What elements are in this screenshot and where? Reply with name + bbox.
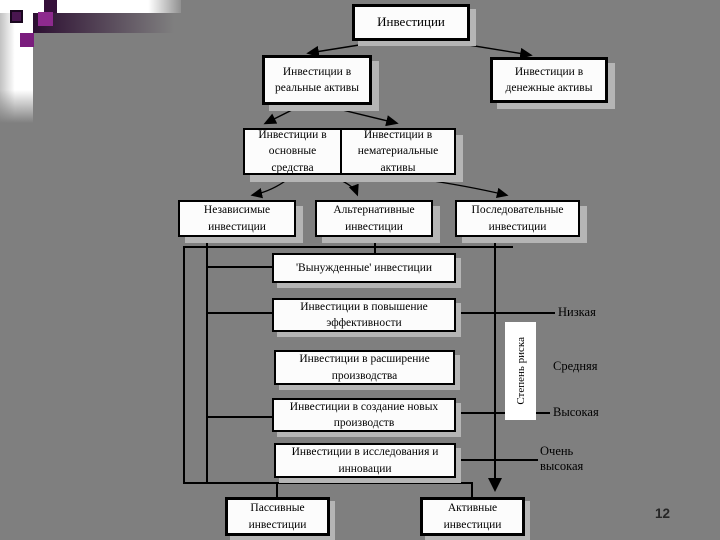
connector-alternative-stub [374,239,376,254]
risk-level-low: Низкая [558,305,596,319]
arrow-root-to-monetary [449,41,533,59]
node-label: Последовательные инвестиции [471,204,564,233]
node-label: Инвестиции в исследования и инновации [291,446,439,475]
decor-square-icon [44,0,57,13]
node-new-production: Инвестиции в создание новых производств [272,398,456,432]
connector-active-stub [471,482,473,498]
node-label: Активные инвестиции [443,502,502,531]
node-label: Пассивные инвестиции [248,502,307,531]
risk-axis-box: Степень риска [505,322,536,420]
connector-forced-stub [208,266,273,268]
node-alternative: Альтернативные инвестиции [315,200,433,237]
node-research: Инвестиции в исследования и инновации [274,443,456,478]
decor-left-strip [0,13,33,123]
node-label: Инвестиции в нематериальные активы [357,129,439,174]
risk-arrow-shaft [494,240,496,480]
decor-gradient-bar [33,13,180,33]
arrow-fixed-to-independent [250,178,289,199]
node-investments-root: Инвестиции [352,4,470,41]
node-expansion: Инвестиции в расширение производства [274,350,455,385]
node-intangible-assets: Инвестиции в нематериальные активы [340,128,456,175]
node-label: Инвестиции в создание новых производств [289,400,439,429]
node-sequential: Последовательные инвестиции [455,200,580,237]
connector-independent-stub [206,239,208,248]
node-label: Инвестиции в реальные активы [275,65,359,94]
node-label: Инвестиции в денежные активы [505,65,593,94]
decor-square-icon [20,33,34,47]
node-active: Активные инвестиции [420,497,525,536]
arrow-real-to-fixed [263,106,299,125]
node-label: Альтернативные инвестиции [333,204,415,233]
connector-left-inner [206,246,208,484]
page-number: 12 [655,506,671,521]
node-real-assets: Инвестиции в реальные активы [262,55,372,105]
arrow-intangible-to-sequential [419,178,509,198]
decor-square-icon [10,10,23,23]
risk-axis-label: Степень риска [514,337,527,405]
node-fixed-assets: Инвестиции в основные средства [243,128,342,175]
connector-level4-bus [183,246,513,248]
node-independent: Независимые инвестиции [178,200,296,237]
node-label: Инвестиции [377,14,445,30]
node-monetary-assets: Инвестиции в денежные активы [490,57,608,103]
connector-efficiency-stub [208,312,273,314]
decor-top-strip [0,0,181,13]
node-label: Независимые инвестиции [203,204,271,233]
connector-left-outer [183,246,185,484]
risk-arrow-head-icon [488,478,502,492]
risk-level-very-high: Очень высокая [540,444,584,473]
connector-bottom-bus [183,482,473,484]
node-label: 'Вынужденные' инвестиции [295,261,433,274]
arrow-real-to-intangible [329,106,399,127]
node-label: Инвестиции в основные средства [258,129,327,174]
node-label: Инвестиции в повышение эффективности [300,300,428,329]
connector-risk-very-high [456,459,538,461]
connector-passive-stub [276,482,278,498]
decor-square-icon [38,12,53,26]
connector-new-production-stub [208,416,273,418]
node-passive: Пассивные инвестиции [225,497,330,536]
node-forced: 'Вынужденные' инвестиции [272,253,456,283]
arrow-to-alternative [337,178,359,197]
arrow-root-to-real [306,41,379,57]
connector-risk-high [456,412,550,414]
node-efficiency: Инвестиции в повышение эффективности [272,298,456,332]
risk-level-high: Высокая [553,405,599,419]
node-label: Инвестиции в расширение производства [299,353,430,382]
connector-risk-low [456,312,555,314]
risk-level-medium: Средняя [553,359,598,373]
